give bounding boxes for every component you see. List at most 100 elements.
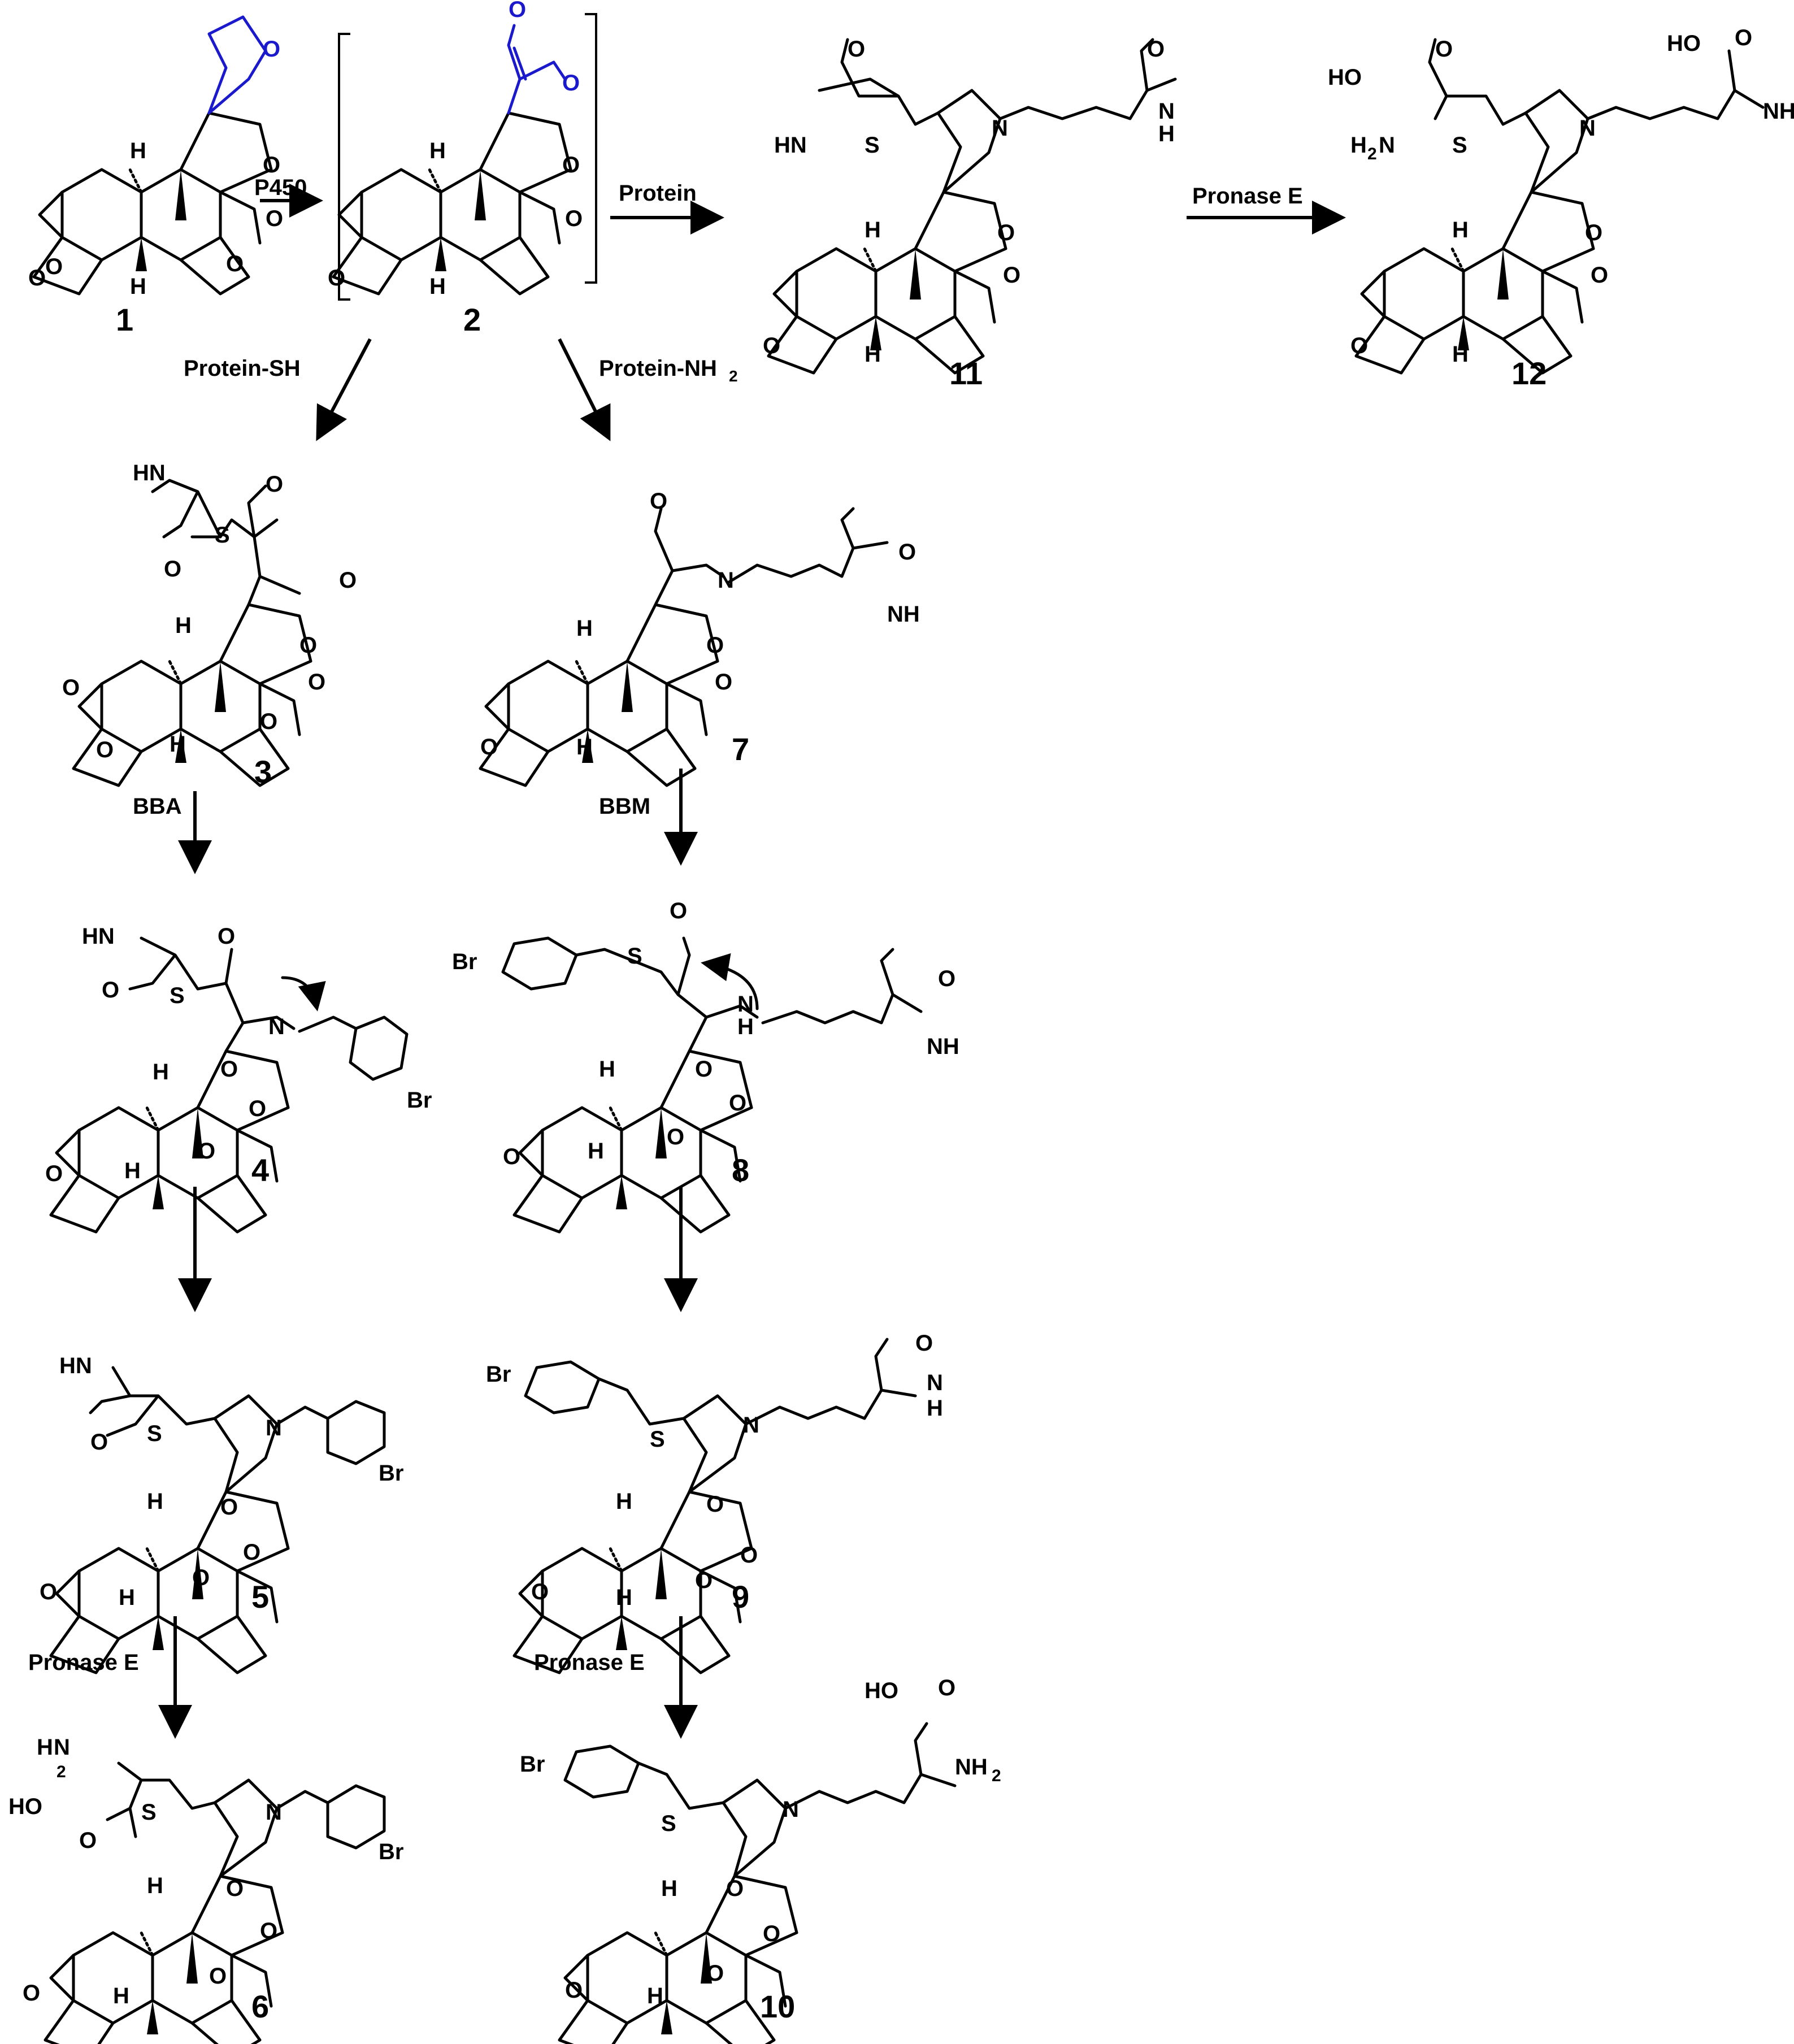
atom-o-lactone-2: O <box>695 1568 713 1593</box>
atom-n-pyrrole: N <box>743 1413 759 1438</box>
atom-hn: HN <box>774 133 807 158</box>
compound-5: S N HN O Br O H H O O O <box>40 1353 403 1673</box>
atom-o-thf: O <box>997 220 1015 245</box>
compound-3: S HN O O O O H H O O O O <box>62 461 357 786</box>
pyrrole-ring <box>936 89 1002 194</box>
atom-o-carbonyl: O <box>531 1579 549 1604</box>
atom-n-imine: N <box>718 568 734 593</box>
benzyl <box>275 1405 329 1426</box>
lys-linker <box>784 1722 957 1810</box>
atom-s: S <box>215 523 230 548</box>
atom-h2n-h: H <box>1350 133 1367 158</box>
atom-h-bottom: H <box>429 274 446 299</box>
atom-o-thf: O <box>226 1876 244 1901</box>
compound-label: 1 <box>116 302 133 337</box>
bracket-right <box>585 13 597 284</box>
atom-s: S <box>865 133 880 158</box>
atom-h-top: H <box>616 1489 632 1514</box>
compound-11: S N HN O O N H O H H O O <box>763 37 1177 373</box>
atom-nh-h: H <box>927 1396 943 1421</box>
atom-o-carbonyl: O <box>23 1981 40 2006</box>
atom-nh2-sub: 2 <box>992 1767 1001 1785</box>
atom-nh: N <box>1158 99 1175 124</box>
atom-hn: HN <box>59 1353 92 1378</box>
benzylthio <box>637 1761 725 1810</box>
atom-ho-cys: HO <box>1328 65 1362 90</box>
atom-hn: HN <box>82 924 115 949</box>
bromobenzyl-thio-chain <box>575 936 759 1053</box>
atom-o-thf: O <box>220 1057 238 1082</box>
atom-h2n-n: N <box>1379 133 1395 158</box>
bracket-left <box>338 33 350 301</box>
compound-label: 5 <box>251 1579 269 1615</box>
atom-s: S <box>661 1811 676 1836</box>
atom-o-acid: O <box>79 1828 97 1853</box>
atom-o-amide: O <box>90 1430 108 1455</box>
atom-h-top: H <box>153 1060 169 1084</box>
compound-7: O N O NH O H H O O <box>480 489 920 786</box>
atom-n-pyrrole: N <box>266 1416 282 1440</box>
atom-o-lactone-1: O <box>763 1921 780 1946</box>
atom-o-lactone-2: O <box>209 1964 227 1989</box>
atom-o-thf: O <box>695 1057 713 1082</box>
atom-o-lys: O <box>1147 37 1165 62</box>
atom-nh2: NH <box>955 1755 988 1780</box>
atom-o-lactone-2: O <box>667 1125 684 1149</box>
compound-9: Br S N O N H O H H O O O <box>486 1331 943 1673</box>
bromophenyl-ring <box>563 1744 640 1799</box>
atom-br: Br <box>520 1752 545 1777</box>
atom-n-pyrrole: N <box>783 1797 799 1822</box>
atom-s: S <box>147 1421 162 1446</box>
atom-br: Br <box>379 1839 403 1864</box>
atom-h-top: H <box>1452 218 1469 242</box>
atom-h-bottom: H <box>576 735 593 760</box>
atom-h-top: H <box>147 1873 163 1898</box>
reagent-protein-nh2: Protein-NH <box>599 356 717 381</box>
atom-h-bottom: H <box>647 1984 663 2008</box>
compound-label: 2 <box>463 302 481 337</box>
atom-o-carbonyl: O <box>503 1144 520 1169</box>
cys-linker <box>818 38 940 126</box>
atom-n-pyrrole: N <box>266 1800 282 1825</box>
atom-o-lactone-1: O <box>308 670 325 695</box>
compound-label: 3 <box>254 754 272 789</box>
reagent-pronase-top: Pronase E <box>1192 184 1303 209</box>
furan-ring <box>207 15 267 115</box>
lys-linker <box>1586 49 1765 120</box>
atom-o-epoxide: O <box>62 675 80 700</box>
atom-o-ald-2: O <box>339 568 357 593</box>
reagent-pronase-right: Pronase E <box>534 1650 645 1675</box>
atom-o-carbonyl: O <box>763 333 780 358</box>
atom-o-thf: O <box>706 1492 724 1517</box>
atom-n-imine: N <box>268 1014 285 1039</box>
bromophenyl-ring <box>326 1400 386 1465</box>
atom-n-pyrrole: N <box>992 116 1008 141</box>
lys-linker <box>744 1338 917 1426</box>
atom-o-cys: O <box>848 37 865 62</box>
reagent-bba: BBA <box>133 794 182 819</box>
atom-o-cys: O <box>1435 37 1453 62</box>
atom-o-lactone: O <box>715 670 732 695</box>
atom-h-bottom: H <box>119 1585 135 1610</box>
atom-h-bottom: H <box>170 732 186 757</box>
pyrrole-ring <box>682 1394 748 1494</box>
atom-nh: NH <box>927 1034 959 1059</box>
atom-h-top: H <box>429 138 446 163</box>
atom-o-enal: O <box>650 489 667 514</box>
atom-o-thf: O <box>562 153 580 177</box>
atom-o-lactone-2: O <box>226 251 244 276</box>
furan-oxygen: O <box>263 37 280 62</box>
atom-o-lactone-1: O <box>740 1543 758 1568</box>
atom-o-lactone: O <box>729 1091 746 1116</box>
atom-o-lactone: O <box>1003 263 1020 288</box>
atom-o-thf: O <box>726 1876 744 1901</box>
atom-o-carbonyl: O <box>565 1978 583 2003</box>
atom-ho-lys: HO <box>1667 31 1701 56</box>
compound-2: O O O H H O O <box>328 0 583 299</box>
atom-s: S <box>627 944 642 969</box>
atom-nh-h: H <box>1158 121 1175 146</box>
atom-o-amide: O <box>164 557 181 581</box>
atom-s: S <box>141 1800 157 1825</box>
atom-h-bottom: H <box>616 1585 632 1610</box>
cys-linker <box>89 1366 216 1437</box>
